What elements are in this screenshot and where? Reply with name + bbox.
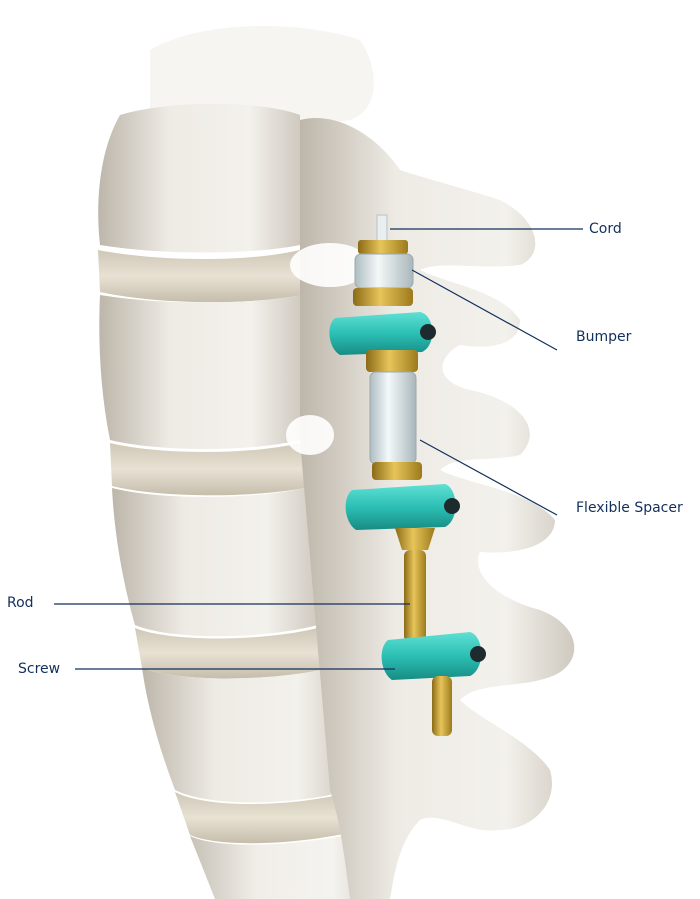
spine [98, 26, 574, 899]
screw-cap-2 [444, 498, 460, 514]
vertebra-1 [98, 104, 300, 253]
disc-2 [110, 443, 305, 495]
screw-label: Screw [18, 661, 60, 677]
vertebra-2 [99, 295, 302, 449]
rod-tail [432, 676, 452, 736]
bumper-label: Bumper [576, 329, 631, 345]
flexible-spacer-label: Flexible Spacer [576, 500, 683, 516]
gold-ring-2 [353, 288, 413, 306]
disc-1 [98, 250, 302, 302]
vertebra-3 [112, 488, 318, 636]
gold-ring-1 [358, 240, 408, 254]
rod-shape [404, 550, 426, 642]
gold-ring-4 [372, 462, 422, 480]
vertebra-4 [142, 668, 350, 802]
foramen-2 [286, 415, 334, 455]
cord-label: Cord [589, 221, 622, 237]
screw-head-2 [346, 484, 456, 530]
screw-head-3 [382, 632, 482, 680]
screw-cap-3 [470, 646, 486, 662]
screw-head-1 [329, 312, 432, 355]
gold-ring-3 [366, 350, 418, 372]
rod-collar [395, 528, 435, 550]
rod-label: Rod [7, 595, 34, 611]
screw-cap-1 [420, 324, 436, 340]
bumper-shape [355, 254, 413, 288]
flexible-spacer-shape [370, 372, 416, 464]
